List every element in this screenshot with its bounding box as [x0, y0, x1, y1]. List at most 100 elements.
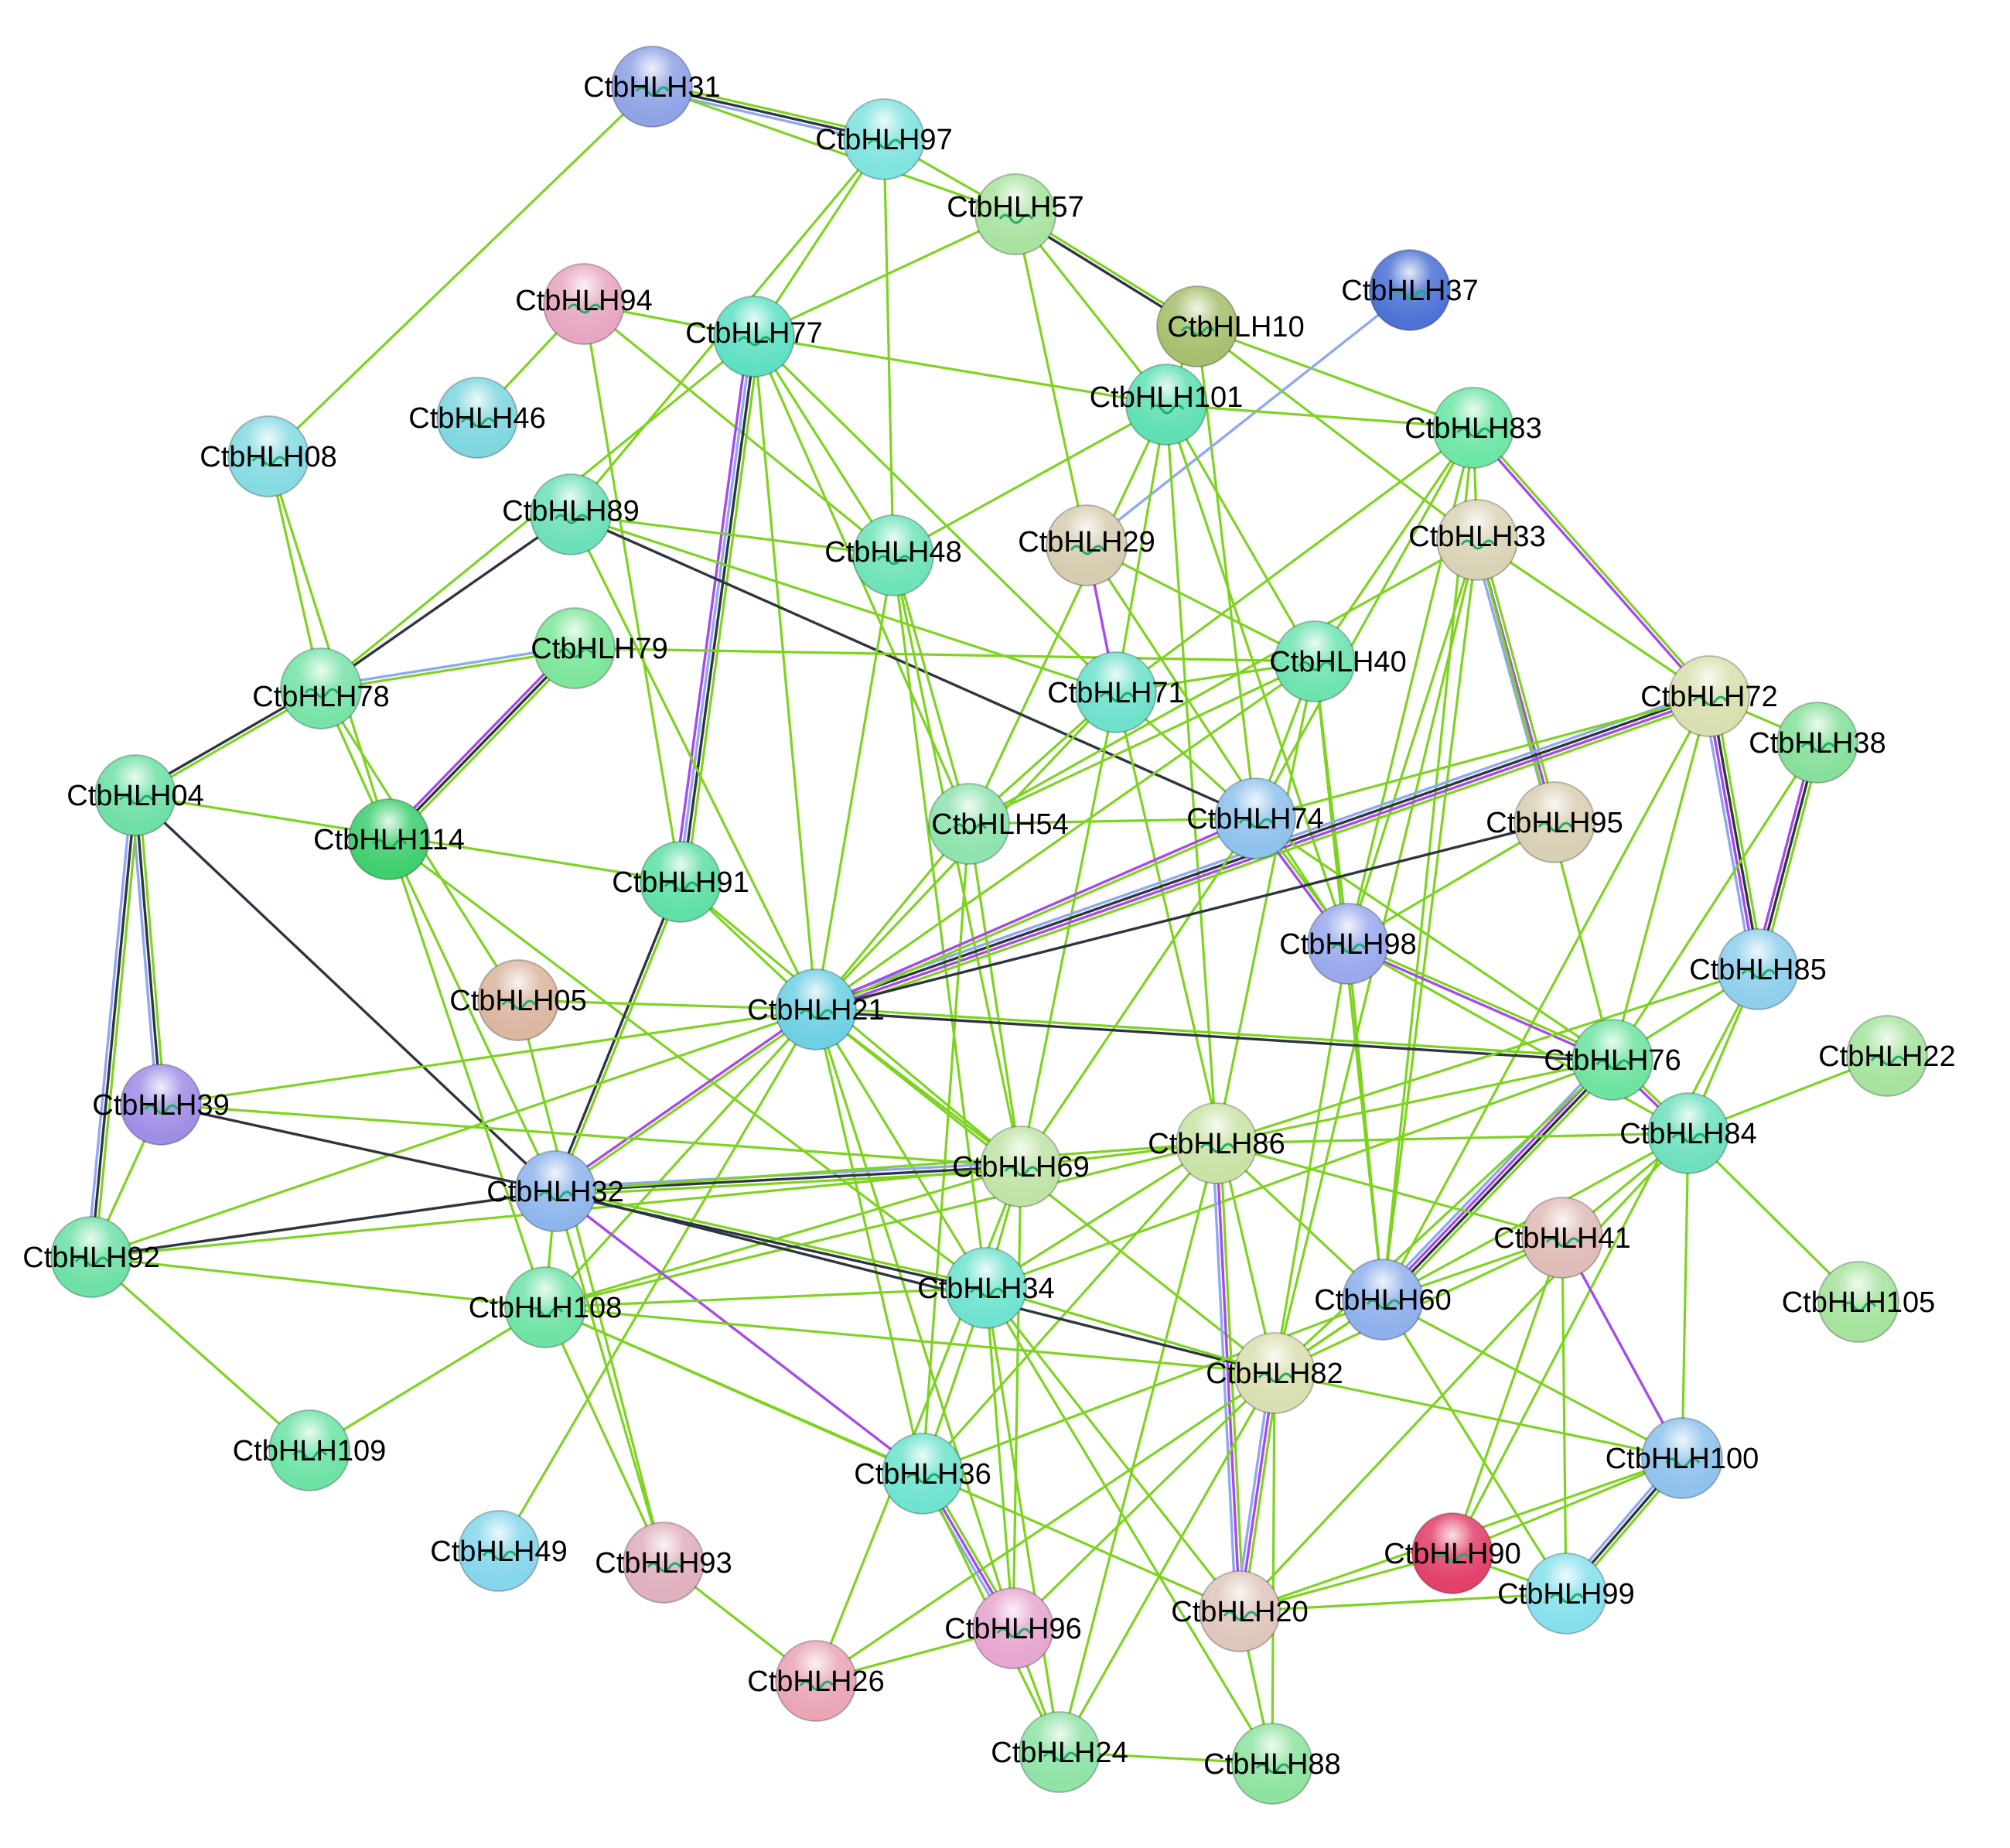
- edge-coexpression-line: [1479, 538, 1560, 823]
- node-CtbHLH88[interactable]: CtbHLH88: [1203, 1723, 1341, 1805]
- node-CtbHLH79[interactable]: CtbHLH79: [531, 607, 668, 689]
- edge-CtbHLH57-CtbHLH29: [1014, 213, 1088, 547]
- node-CtbHLH100[interactable]: CtbHLH100: [1606, 1417, 1759, 1499]
- edge-CtbHLH29-CtbHLH98: [1085, 544, 1350, 945]
- node-CtbHLH60[interactable]: CtbHLH60: [1314, 1259, 1452, 1341]
- protein-structure-icon: [799, 1009, 834, 1020]
- node-CtbHLH72[interactable]: CtbHLH72: [1640, 655, 1778, 737]
- node-CtbHLH83[interactable]: CtbHLH83: [1404, 387, 1542, 469]
- edge-CtbHLH34-CtbHLH96: [985, 1286, 1015, 1630]
- node-CtbHLH39[interactable]: CtbHLH39: [92, 1064, 230, 1146]
- edge-experimental-line: [1215, 1142, 1241, 1613]
- edge-coexpression-line: [387, 838, 547, 1309]
- edge-CtbHLH39-CtbHLH32: [159, 1103, 557, 1193]
- edge-coexpression-line: [544, 1306, 1276, 1375]
- node-CtbHLH95[interactable]: CtbHLH95: [1486, 781, 1623, 863]
- node-CtbHLH93[interactable]: CtbHLH93: [595, 1522, 732, 1604]
- node-CtbHLH26[interactable]: CtbHLH26: [747, 1640, 885, 1722]
- node-CtbHLH22[interactable]: CtbHLH22: [1818, 1015, 1956, 1097]
- edge-CtbHLH57-CtbHLH77: [752, 213, 1017, 338]
- node-gloss: [1718, 929, 1798, 1009]
- edge-homology-line: [677, 334, 754, 883]
- node-CtbHLH29[interactable]: CtbHLH29: [1018, 504, 1155, 586]
- node-CtbHLH37[interactable]: CtbHLH37: [1341, 249, 1479, 331]
- protein-structure-icon: [1099, 692, 1135, 702]
- node-CtbHLH114[interactable]: CtbHLH114: [313, 798, 465, 880]
- node-CtbHLH69[interactable]: CtbHLH69: [952, 1126, 1090, 1208]
- node-gloss: [1642, 1418, 1722, 1498]
- edge-CtbHLH82-CtbHLH96: [1012, 1371, 1276, 1630]
- edge-CtbHLH84-CtbHLH100: [1681, 1132, 1690, 1460]
- node-CtbHLH77[interactable]: CtbHLH77: [685, 295, 823, 377]
- node-CtbHLH91[interactable]: CtbHLH91: [612, 841, 749, 923]
- node-CtbHLH74[interactable]: CtbHLH74: [1186, 777, 1324, 859]
- node-CtbHLH99[interactable]: CtbHLH99: [1497, 1553, 1635, 1635]
- protein-structure-icon: [1200, 1143, 1235, 1153]
- node-CtbHLH101[interactable]: CtbHLH101: [1090, 364, 1244, 446]
- edge-CtbHLH21-CtbHLH108: [544, 1008, 817, 1309]
- node-CtbHLH96[interactable]: CtbHLH96: [944, 1587, 1082, 1669]
- node-label: CtbHLH38: [1749, 727, 1885, 760]
- node-CtbHLH21[interactable]: CtbHLH21: [747, 968, 885, 1050]
- node-CtbHLH08[interactable]: CtbHLH08: [200, 415, 337, 497]
- node-CtbHLH94[interactable]: CtbHLH94: [515, 263, 653, 345]
- node-CtbHLH82[interactable]: CtbHLH82: [1206, 1332, 1343, 1414]
- node-CtbHLH90[interactable]: CtbHLH90: [1384, 1512, 1521, 1594]
- node-CtbHLH34[interactable]: CtbHLH34: [917, 1247, 1055, 1329]
- edge-CtbHLH60-CtbHLH36: [921, 1298, 1384, 1475]
- node-CtbHLH78[interactable]: CtbHLH78: [252, 647, 390, 729]
- edge-coexpression-line: [892, 554, 971, 825]
- protein-structure-icon: [1545, 1237, 1581, 1248]
- protein-structure-icon: [1331, 943, 1367, 954]
- node-CtbHLH89[interactable]: CtbHLH89: [502, 473, 640, 555]
- node-CtbHLH92[interactable]: CtbHLH92: [22, 1216, 160, 1298]
- node-CtbHLH57[interactable]: CtbHLH57: [947, 173, 1084, 255]
- node-CtbHLH33[interactable]: CtbHLH33: [1408, 499, 1546, 581]
- edge-coexpression-line: [967, 403, 1168, 825]
- node-CtbHLH36[interactable]: CtbHLH36: [854, 1433, 991, 1515]
- node-CtbHLH05[interactable]: CtbHLH05: [449, 959, 587, 1041]
- edge-coexpression-line: [1242, 1372, 1280, 1614]
- node-CtbHLH38[interactable]: CtbHLH38: [1749, 702, 1886, 784]
- edge-coexpression-line: [814, 1006, 1614, 1060]
- node-CtbHLH76[interactable]: CtbHLH76: [1544, 1019, 1681, 1101]
- node-CtbHLH109[interactable]: CtbHLH109: [233, 1409, 387, 1491]
- node-CtbHLH97[interactable]: CtbHLH97: [815, 98, 953, 180]
- edge-CtbHLH86-CtbHLH32: [554, 1142, 1218, 1193]
- node-CtbHLH24[interactable]: CtbHLH24: [991, 1711, 1128, 1793]
- edge-coexpression-line: [390, 649, 579, 844]
- node-label: CtbHLH93: [595, 1547, 732, 1580]
- protein-structure-icon: [867, 138, 903, 149]
- node-CtbHLH31[interactable]: CtbHLH31: [583, 46, 721, 128]
- edge-CtbHLH33-CtbHLH98: [1346, 538, 1479, 945]
- node-CtbHLH46[interactable]: CtbHLH46: [408, 377, 546, 459]
- edge-coexpression-line: [1346, 538, 1479, 945]
- edge-CtbHLH57-CtbHLH101: [1014, 213, 1168, 406]
- edge-CtbHLH40-CtbHLH54: [967, 660, 1316, 825]
- node-label: CtbHLH76: [1544, 1044, 1681, 1077]
- node-CtbHLH41[interactable]: CtbHLH41: [1493, 1197, 1631, 1279]
- edge-coexpression-line: [1381, 695, 1711, 1301]
- node-CtbHLH20[interactable]: CtbHLH20: [1171, 1570, 1309, 1652]
- node-gloss: [281, 648, 361, 729]
- node-CtbHLH84[interactable]: CtbHLH84: [1619, 1092, 1757, 1174]
- node-CtbHLH71[interactable]: CtbHLH71: [1047, 651, 1185, 733]
- edge-CtbHLH71-CtbHLH69: [1019, 691, 1118, 1168]
- edge-coexpression-line: [967, 817, 1257, 825]
- node-CtbHLH49[interactable]: CtbHLH49: [430, 1510, 568, 1592]
- node-CtbHLH86[interactable]: CtbHLH86: [1148, 1102, 1285, 1184]
- node-label: CtbHLH08: [200, 441, 336, 473]
- node-CtbHLH108[interactable]: CtbHLH108: [469, 1266, 623, 1348]
- node-CtbHLH48[interactable]: CtbHLH48: [824, 514, 962, 596]
- edge-CtbHLH86-CtbHLH108: [544, 1142, 1218, 1309]
- node-CtbHLH98[interactable]: CtbHLH98: [1279, 903, 1417, 985]
- node-CtbHLH04[interactable]: CtbHLH04: [67, 754, 204, 836]
- protein-structure-icon: [1741, 968, 1776, 979]
- node-CtbHLH54[interactable]: CtbHLH54: [928, 783, 1069, 865]
- node-CtbHLH40[interactable]: CtbHLH40: [1269, 620, 1407, 702]
- edge-CtbHLH74-CtbHLH69: [1019, 817, 1257, 1168]
- node-CtbHLH105[interactable]: CtbHLH105: [1782, 1261, 1936, 1343]
- node-CtbHLH10[interactable]: CtbHLH10: [1156, 285, 1305, 367]
- node-CtbHLH32[interactable]: CtbHLH32: [486, 1150, 624, 1232]
- node-CtbHLH85[interactable]: CtbHLH85: [1689, 928, 1827, 1010]
